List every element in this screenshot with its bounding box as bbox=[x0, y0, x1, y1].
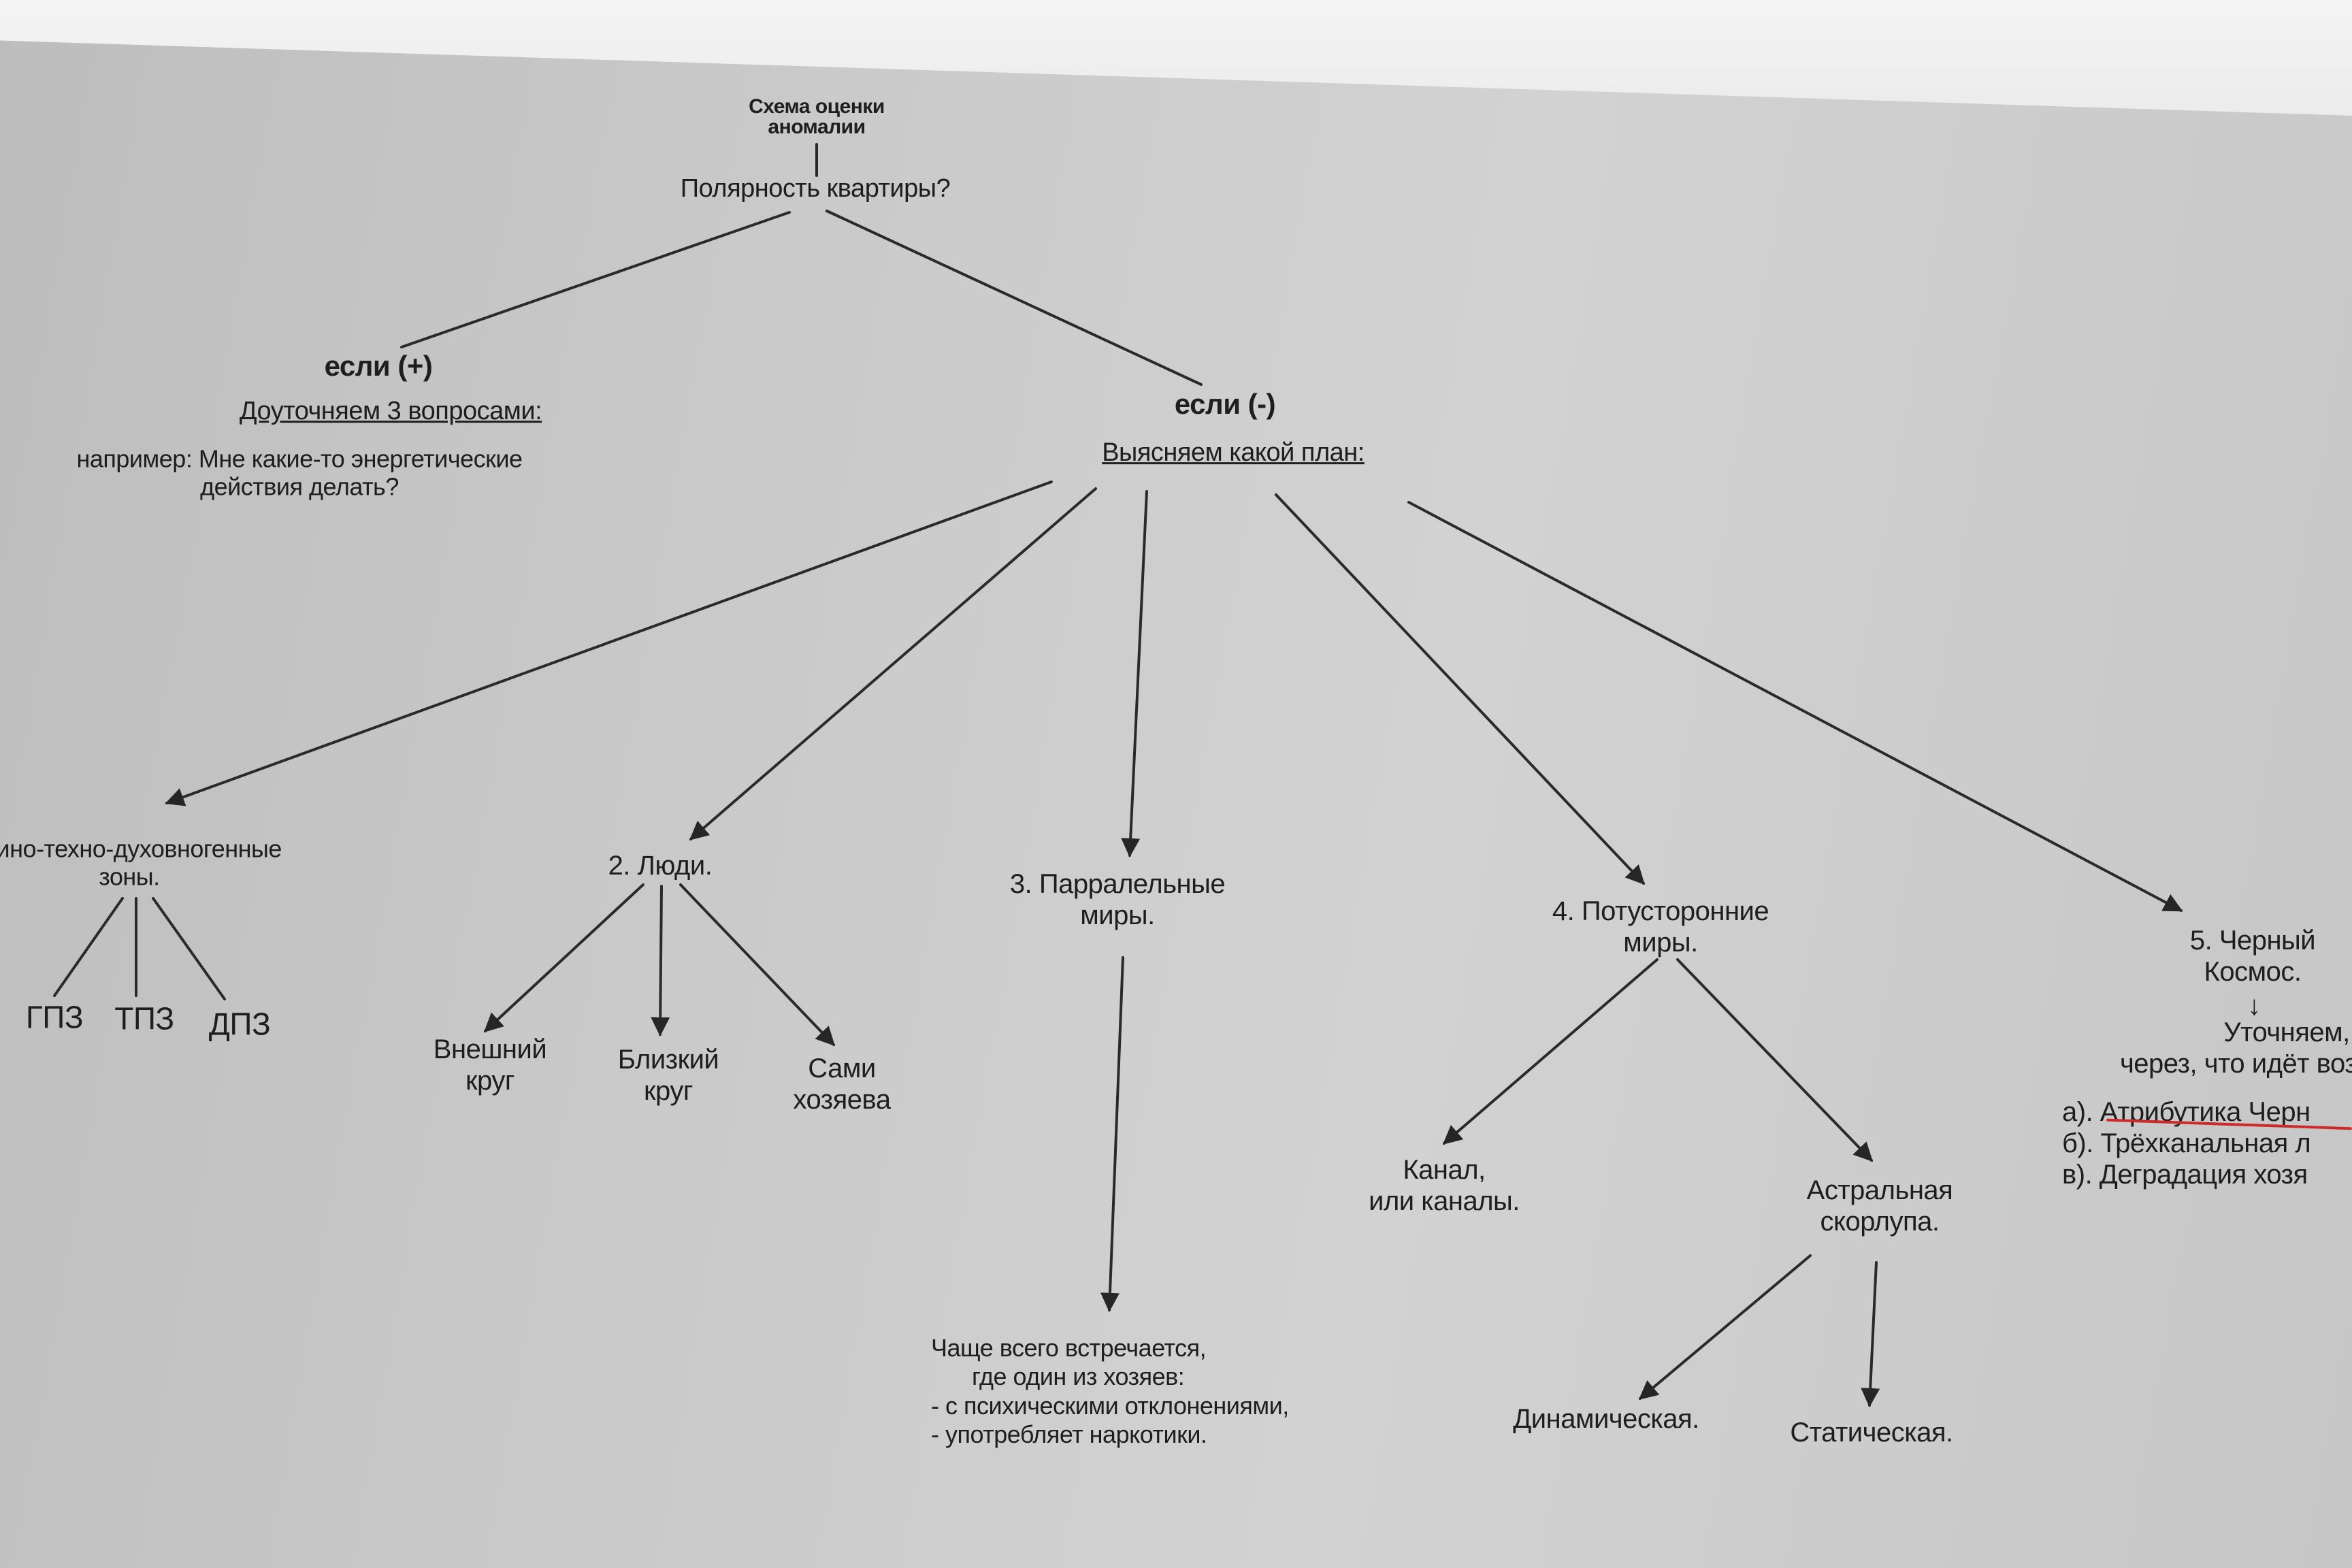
cosmos-option-b: б). Трёхканальная л bbox=[2062, 1128, 2311, 1158]
zones-line-1: ...ино-техно-духовногенные bbox=[0, 834, 282, 863]
positive-label: если (+) bbox=[324, 349, 433, 382]
edge-negative-people bbox=[689, 487, 1097, 840]
owners-line-2: хозяева bbox=[793, 1085, 891, 1115]
people-node: 2. Люди. bbox=[608, 851, 713, 881]
cosmos-line-1: 5. Черный bbox=[2189, 926, 2316, 956]
parallel-node: 3. Парралельные миры. bbox=[1009, 868, 1226, 931]
cosmos-arrow-icon: ↓ bbox=[2247, 991, 2261, 1021]
close-line-2: круг bbox=[644, 1076, 693, 1106]
negative-label: если (-) bbox=[1174, 387, 1276, 420]
zone-tpz: ТПЗ bbox=[114, 1000, 174, 1036]
example-line-1: например: Мне какие-то энергетические bbox=[76, 444, 523, 473]
otherworld-node: 4. Потусторонние миры. bbox=[1552, 896, 1769, 958]
negative-subtitle: Выясняем какой план: bbox=[1102, 438, 1365, 468]
astral-shell-node: Астральная скорлупа. bbox=[1807, 1175, 1953, 1237]
edge-negative-cosmos bbox=[1407, 501, 2183, 912]
edge-otherworld-shell bbox=[1676, 958, 1873, 1162]
zones-node: ...ино-техно-духовногенные зоны. bbox=[0, 835, 282, 892]
edge-question-positive bbox=[400, 211, 791, 348]
note-line-3: - с психическими отклонениями, bbox=[931, 1392, 1289, 1420]
question-node: Полярность квартиры? bbox=[680, 174, 951, 203]
zones-line-2: зоны. bbox=[99, 863, 160, 891]
note-line-4: - употребляет наркотики. bbox=[931, 1420, 1207, 1449]
note-line-1: Чаще всего встречается, bbox=[931, 1334, 1207, 1362]
shell-line-1: Астральная bbox=[1806, 1175, 1953, 1205]
edge-negative-parallel bbox=[1121, 490, 1148, 858]
zone-dpz: ДПЗ bbox=[208, 1006, 271, 1042]
note-line-2: где один из хозяев: bbox=[972, 1362, 1185, 1391]
cosmos-clarify: Уточняем, через, что идёт возд bbox=[2120, 1017, 2352, 1079]
edge-otherworld-channel bbox=[1442, 958, 1659, 1145]
title-line-2: аномалии bbox=[768, 116, 866, 138]
edge-zones-gpz bbox=[53, 897, 124, 997]
edge-negative-otherworld bbox=[1275, 493, 1645, 885]
outer-line-1: Внешний bbox=[433, 1034, 547, 1064]
edge-people-outer bbox=[483, 883, 644, 1032]
otherworld-line-1: 4. Потусторонние bbox=[1552, 896, 1769, 926]
edge-question-negative bbox=[826, 210, 1203, 386]
edge-parallel-note bbox=[1100, 956, 1124, 1312]
parallel-note: Чаще всего встречается, где один из хозя… bbox=[931, 1334, 1289, 1450]
close-line-1: Близкий bbox=[617, 1045, 719, 1075]
owners-line-1: Сами bbox=[808, 1054, 876, 1083]
cosmos-option-c: в). Деградация хозя bbox=[2062, 1160, 2308, 1190]
people-owners: Сами хозяева bbox=[793, 1053, 891, 1115]
clarify-line-2: через, что идёт возд bbox=[2119, 1049, 2352, 1079]
cosmos-line-2: Космос. bbox=[2204, 957, 2302, 987]
shell-dynamic: Динамическая. bbox=[1513, 1404, 1699, 1434]
edge-zones-dpz bbox=[152, 897, 226, 1000]
parallel-line-1: 3. Парралельные bbox=[1009, 869, 1226, 899]
channel-node: Канал, или каналы. bbox=[1369, 1154, 1520, 1217]
otherworld-line-2: миры. bbox=[1623, 928, 1698, 958]
parallel-line-2: миры. bbox=[1080, 900, 1155, 930]
people-close-circle: Близкий круг bbox=[618, 1044, 719, 1107]
diagram-title: Схема оценки аномалии bbox=[749, 97, 885, 137]
title-line-1: Схема оценки bbox=[749, 95, 885, 118]
edge-shell-static bbox=[1861, 1261, 1880, 1407]
edge-shell-dynamic bbox=[1638, 1254, 1812, 1400]
clarify-line-1: Уточняем, bbox=[2223, 1017, 2350, 1047]
channel-line-1: Канал, bbox=[1403, 1155, 1486, 1185]
outer-line-2: круг bbox=[466, 1066, 514, 1096]
edge-people-close bbox=[651, 885, 670, 1036]
shell-line-2: скорлупа. bbox=[1820, 1207, 1940, 1237]
channel-line-2: или каналы. bbox=[1369, 1186, 1520, 1216]
shell-static: Статическая. bbox=[1790, 1418, 1953, 1448]
positive-subtitle: Доуточняем 3 вопросами: bbox=[239, 397, 542, 426]
zone-gpz: ГПЗ bbox=[25, 999, 84, 1035]
cosmos-node: 5. Черный Космос. bbox=[2189, 925, 2316, 987]
edge-negative-zones bbox=[165, 480, 1053, 806]
cosmos-options: а). Атрибутика Черн б). Трёхканальная л … bbox=[2062, 1096, 2311, 1190]
edge-people-owners bbox=[679, 883, 835, 1047]
people-outer-circle: Внешний круг bbox=[433, 1034, 547, 1096]
positive-example: например: Мне какие-то энергетические де… bbox=[77, 445, 523, 502]
example-line-2: действия делать? bbox=[200, 473, 399, 501]
